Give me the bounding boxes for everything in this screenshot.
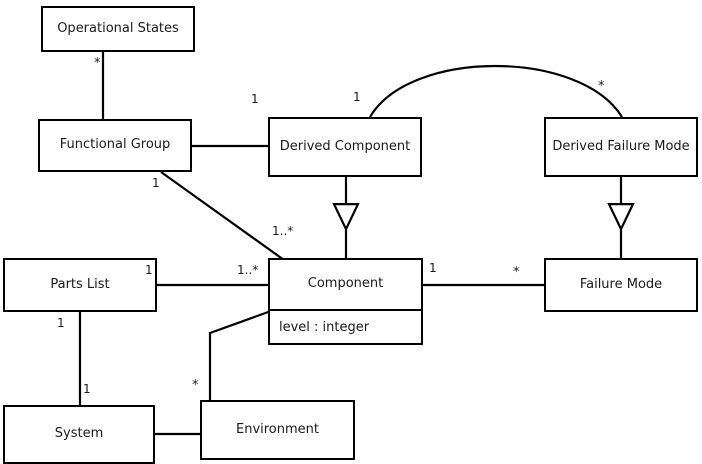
uml-class-derived-component[interactable]: Derived Component [268,117,422,177]
multiplicity-mult-component-parts: 1..* [237,263,259,277]
multiplicity-mult-fg-derived-comp: 1 [251,92,259,106]
association-functional-group--component [160,171,292,266]
multiplicity-mult-derived-comp-arc: 1 [353,90,361,104]
uml-class-failure-mode[interactable]: Failure Mode [544,258,698,312]
class-attribute-component-0: level : integer [270,309,421,343]
multiplicity-mult-system-parts: 1 [83,382,91,396]
multiplicity-mult-derived-fm-arc: * [598,79,605,94]
uml-class-environment[interactable]: Environment [200,400,355,460]
uml-class-functional-group[interactable]: Functional Group [38,119,192,172]
class-name-parts-list: Parts List [50,276,110,292]
class-name-component: Component [307,276,384,292]
multiplicity-mult-fg-component: 1 [152,176,160,190]
association-environment--component [208,309,272,400]
uml-class-operational-states[interactable]: Operational States [41,6,195,52]
uml-class-derived-failure-mode[interactable]: Derived Failure Mode [544,117,698,177]
class-name-derived-failure-mode: Derived Failure Mode [552,138,690,154]
multiplicity-mult-component-fg: 1..* [272,224,294,238]
uml-class-system[interactable]: System [3,405,155,464]
multiplicity-mult-component-fm: 1 [429,261,437,275]
multiplicity-mult-environment: * [192,378,199,393]
generalization-triangle-icon-derived-failure-mode--failure-mode [607,203,635,232]
uml-class-component[interactable]: Component level : integer [268,258,423,345]
class-name-derived-component: Derived Component [279,138,411,154]
multiplicity-mult-operational-states: * [94,56,101,71]
multiplicity-mult-parts-list: 1 [145,263,153,277]
association-derived-component--derived-failure-mode [369,65,623,118]
multiplicity-mult-failure-mode: * [513,265,520,280]
uml-class-parts-list[interactable]: Parts List [3,258,157,312]
class-name-system: System [54,426,104,442]
class-name-functional-group: Functional Group [59,137,171,153]
class-name-environment: Environment [235,421,319,437]
class-name-operational-states: Operational States [57,20,179,36]
generalization-triangle-icon-derived-component--component [332,203,360,232]
class-name-failure-mode: Failure Mode [579,276,663,292]
multiplicity-mult-parts-list-system: 1 [57,316,65,330]
